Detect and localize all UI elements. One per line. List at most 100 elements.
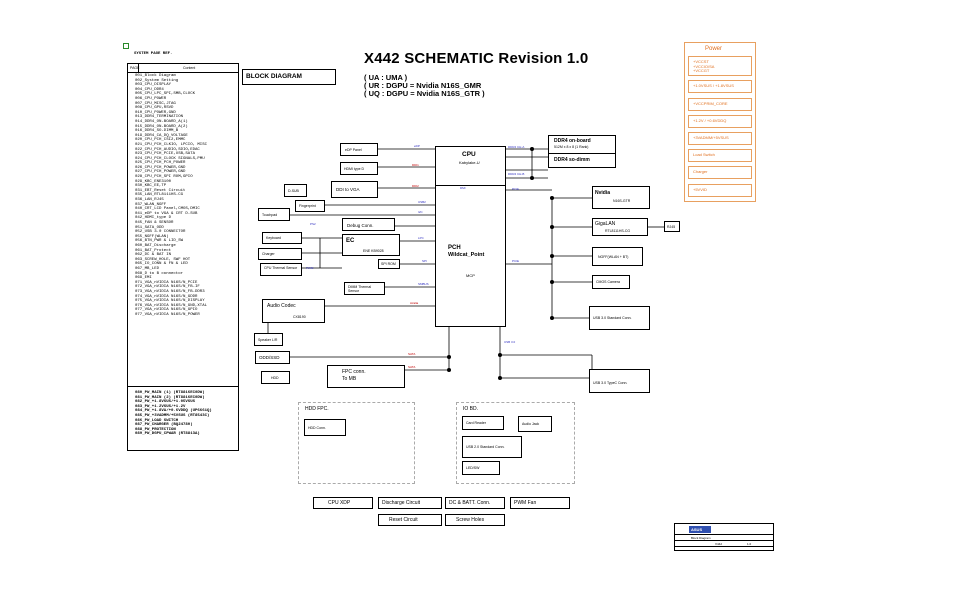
page-ref-row: 045_FAN & SENSOR xyxy=(135,221,174,225)
io-bd-label: IO BD. xyxy=(463,406,479,412)
bus-pcie2: PCIE xyxy=(512,259,520,263)
variant-ur: ( UR : DGPU = Nvidia N16S_GMR xyxy=(364,81,482,90)
doc-rev: 1.0 xyxy=(747,542,752,546)
dsub-label: D-SUB xyxy=(288,189,299,193)
audio-codec-block: Audio Codec CX8190 xyxy=(262,299,325,323)
variant-ua: ( UA : UMA ) xyxy=(364,73,408,82)
bus-ddr-cha: DDR4 CH-A xyxy=(508,145,525,149)
fingerprint-block: Fingerprint xyxy=(295,200,325,212)
bus-i2c: I2C xyxy=(418,210,423,214)
page-ref-row: 065_IO_CONN & FN & LED xyxy=(135,262,188,267)
spi-rom-block: SPI ROM xyxy=(378,259,400,269)
fpc-sub: To MB xyxy=(342,376,357,382)
audio-codec-label: Audio Codec xyxy=(267,303,296,309)
page-ref-row: 075_VGA_nVIDIA N16S/N_DISPLAY xyxy=(135,299,205,304)
power-item-label: +VCCPRIM_CORE xyxy=(693,101,728,106)
ec-sub: ENE KB9028 xyxy=(363,249,384,253)
power-item-label: Load Switch xyxy=(693,152,715,157)
nvidia-sub: N16S-GTR xyxy=(613,199,631,203)
page-ref-row: 068_D to B connector xyxy=(135,271,184,276)
gigalan-block: GigaLAN RTL8111HS-CG xyxy=(592,218,648,236)
page-ref-row: 071_VGA_nVIDIA N16S/N_PCIE xyxy=(135,280,198,285)
page-ref-row: 020_CPU_PCH_CSI2,EMMC xyxy=(135,138,186,143)
hdmi-label: HDMI type D xyxy=(344,167,365,171)
led-sw-block: LED/SW xyxy=(462,461,500,475)
nvidia-label: Nvidia xyxy=(595,190,611,196)
power-item: +5VVID xyxy=(688,184,752,197)
page-ref-row: 014_DDR4_ON-BOARD_A(1) xyxy=(135,119,188,124)
cpu-sub: Kabylake-U xyxy=(459,160,480,165)
bus-edp: eDP xyxy=(414,144,420,148)
page-ref-row: 063_SCREW_HOLE, SWF HOT xyxy=(135,257,191,262)
power-item: +3VADMM/+5VSUS xyxy=(688,132,752,145)
fpc-label: FPC conn. xyxy=(342,369,366,375)
page-ref-row: 010_CPU_POWER,GND xyxy=(135,110,176,115)
page-ref-row: 055_NGFF(WLAN) xyxy=(135,234,169,239)
doc-title: Block Diagram xyxy=(691,536,711,540)
fpc-block: FPC conn. To MB xyxy=(327,365,405,388)
ec-block: EC ENE KB9028 xyxy=(342,234,400,256)
page-ref-power-row: 081_PW_MAIN (2) (RT8816EC0DW) xyxy=(135,395,205,400)
page-ref-row: 001_Block Diagram xyxy=(135,74,176,78)
power-item: Load Switch xyxy=(688,149,752,162)
power-item: +VCCPRIM_CORE xyxy=(688,98,752,111)
hdd-label: HDD xyxy=(271,376,279,380)
hdd-block: HDD xyxy=(261,371,290,384)
rj45-block: RJ45 xyxy=(664,221,680,232)
dimm-thermal-label: DIMM Thermal Sensor xyxy=(348,285,372,293)
fingerprint-label: Fingerprint xyxy=(299,204,316,208)
power-title: Power xyxy=(705,46,723,52)
page-ref-row: 025_CPU_PCH_PCH_POWER xyxy=(135,161,186,166)
page-marker-icon xyxy=(123,43,129,49)
page-ref-power-row: 084_PW_+1.8VA/+0.6VDDQ (UP6661Q) xyxy=(135,409,212,414)
rj45-label: RJ45 xyxy=(667,225,676,229)
page-ref-row: 007_CPU_MISC,JTAG xyxy=(135,101,176,106)
page-ref-row: 026_CPU_PCH_POWER,GND xyxy=(135,165,186,170)
screw-label: Screw Holes xyxy=(456,517,485,523)
page-ref-title: SYSTEM PAGE REF. xyxy=(134,52,173,56)
page-ref-row: 030_KBC_EE,TP xyxy=(135,184,167,189)
usb30-typec-block: USB 3.0 TypeC Conn. xyxy=(589,369,650,393)
usb30-std-block: USB 3.0 Standard Conn. xyxy=(589,306,650,330)
power-item: Charger xyxy=(688,166,752,179)
cpu-thermal-label: CPU Thermal Sensor xyxy=(264,266,298,270)
page-ref-row: 073_VGA_nVIDIA N16S/N_FB-DDR3 xyxy=(135,289,205,294)
card-reader-block: Card Reader xyxy=(462,416,504,430)
keyboard-block: Keyboard xyxy=(262,232,302,244)
page-ref-power-row: 082_PW_+1.8VSUS/+1.05VSUS xyxy=(135,400,196,405)
bus-pcie1: PCIE xyxy=(512,187,520,191)
company-name: ASUS xyxy=(691,527,703,532)
page-ref-row: 006_CPU_POWER xyxy=(135,96,167,101)
page-ref-row: 031_EBT_Reset Circuit xyxy=(135,188,186,193)
page-ref-power-row: 080_PW_MAIN (1) (RT8816EC0DW) xyxy=(135,391,205,395)
edp-panel-block: eDP Panel xyxy=(340,143,378,156)
gigalan-label: GigaLAN xyxy=(595,221,616,227)
page-ref-row: 003_CPU_DISPLAY xyxy=(135,83,172,88)
bus-ddi2: DDI2 xyxy=(412,184,419,188)
reset-block: Reset Circuit xyxy=(378,514,442,526)
page-ref-power-rows: 080_PW_MAIN (1) (RT8816EC0DW)081_PW_MAIN… xyxy=(135,391,212,437)
page-ref-row: 072_VGA_nVIDIA N16S/N_FB-IF xyxy=(135,285,200,290)
mcp-label: MCP xyxy=(466,273,475,278)
audio-codec-sub: CX8190 xyxy=(293,315,306,319)
card-reader-label: Card Reader xyxy=(466,421,487,425)
pwm-fan-block: PWM Fan xyxy=(510,497,570,509)
power-item-label: +VCCST +VCCIO/SA +VCCGT xyxy=(693,59,715,73)
charger-label: Charger xyxy=(262,252,275,256)
bus-hda: Azalia xyxy=(410,301,419,305)
ngff-block: NGFF(WLAN + BT) xyxy=(592,247,643,266)
variant-uq: ( UQ : DGPU = Nvidia N16S_GTR ) xyxy=(364,89,485,98)
dsub-block: D-SUB xyxy=(284,184,307,197)
nvidia-block: Nvidia N16S-GTR xyxy=(592,186,650,209)
doc-model: X442 xyxy=(715,542,723,546)
bus-spi: SPI xyxy=(422,259,427,263)
power-item-label: +1.2V / +0.6VDDQ xyxy=(693,118,727,123)
dc-batt-block: DC & BATT. Conn. xyxy=(445,497,505,509)
page-ref-power-row: 089_PW_DGPU_CPWAR (RT8813A) xyxy=(135,432,200,437)
col-page-header: PAGE xyxy=(130,66,140,70)
page-ref-row: 076_VGA_nVIDIA N16S/N_GND,XTAL xyxy=(135,303,208,308)
discharge-block: Discharge Circuit xyxy=(378,497,442,509)
cmos-block: CMOS Camera xyxy=(592,275,630,289)
